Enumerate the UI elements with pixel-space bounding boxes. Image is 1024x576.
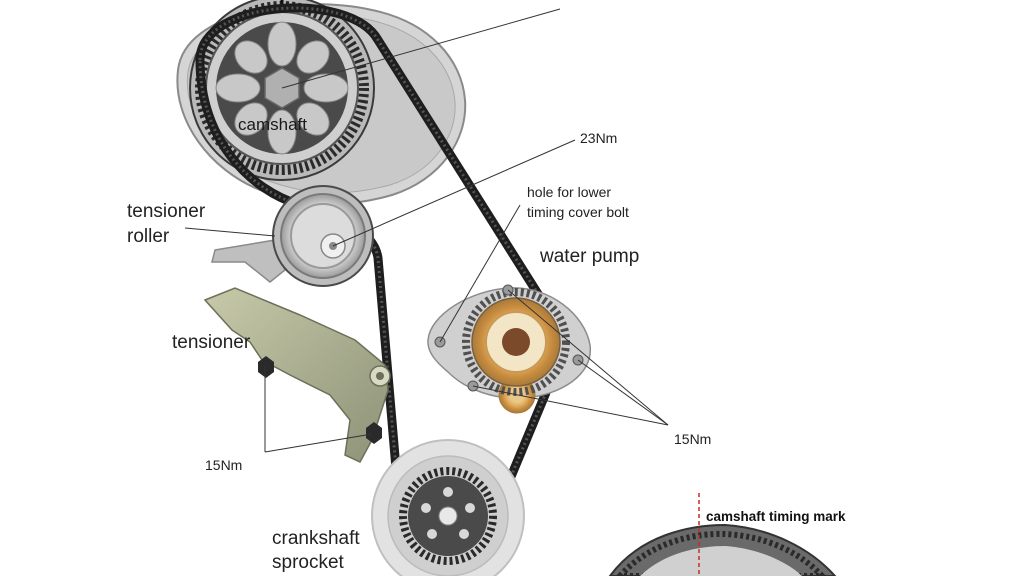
tensioner-bracket-icon (203, 239, 391, 463)
tensioner-roller-icon (272, 185, 374, 287)
label-torque-23nm: 23Nm (580, 130, 617, 146)
crankshaft-sprocket-icon (371, 439, 525, 576)
label-tensioner-roller-1: tensioner (127, 201, 206, 222)
label-tensioner: tensioner (172, 332, 251, 353)
camshaft-pulley-icon (189, 0, 375, 181)
label-torque-15nm-left: 15Nm (205, 457, 242, 473)
label-torque-15nm-right: 15Nm (674, 431, 711, 447)
label-tensioner-roller-2: roller (127, 226, 170, 247)
label-hole-line2: timing cover bolt (527, 204, 629, 220)
water-pump-icon (427, 284, 591, 414)
label-hole-line1: hole for lower (527, 184, 611, 200)
leader-lines (184, 8, 669, 453)
label-crankshaft-2: sprocket (272, 552, 345, 573)
camshaft-timing-pulley-partial (608, 523, 837, 576)
label-crankshaft-1: crankshaft (272, 528, 360, 549)
label-camshaft-timing-mark: camshaft timing mark (706, 509, 846, 524)
label-camshaft: camshaft (238, 115, 307, 134)
label-water-pump: water pump (539, 246, 639, 267)
